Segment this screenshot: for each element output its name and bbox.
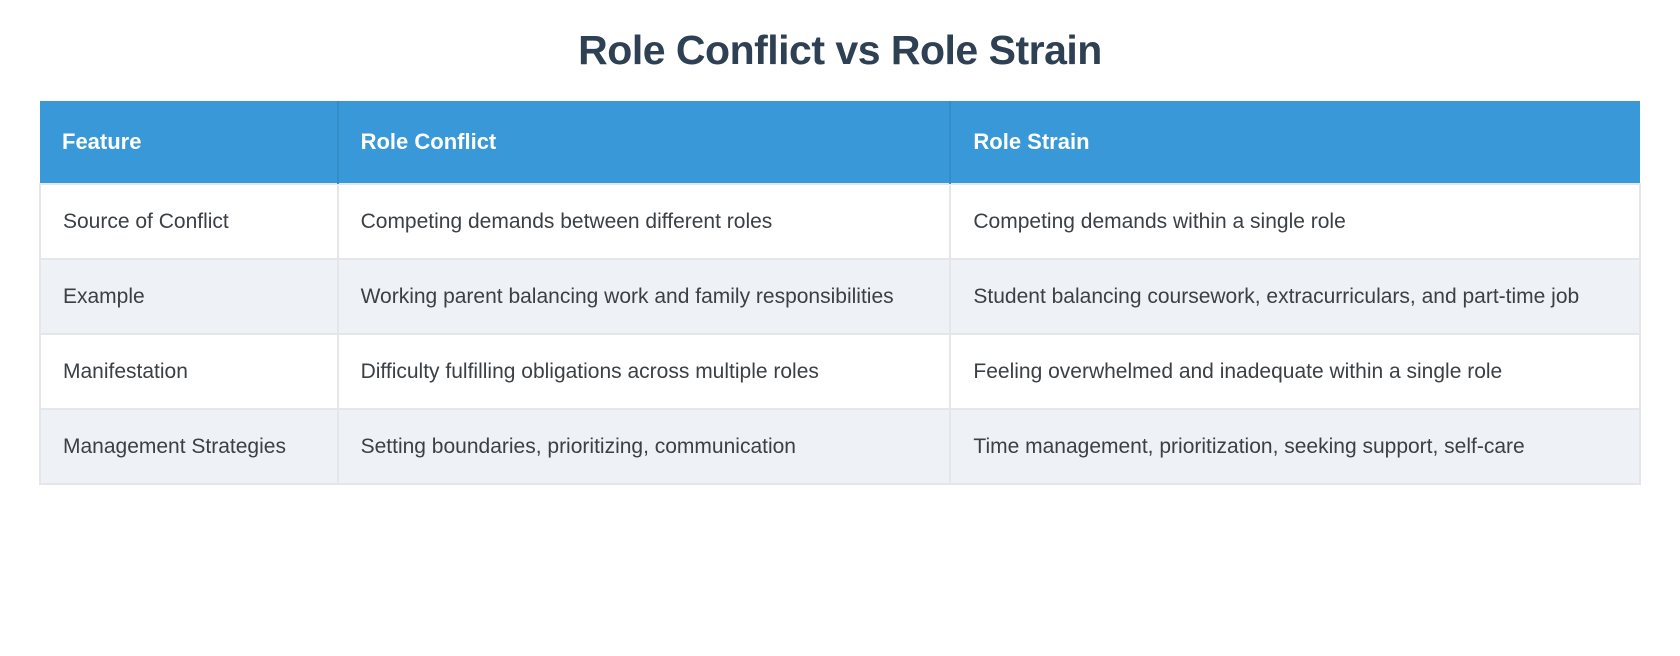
role-conflict-cell: Setting boundaries, prioritizing, commun… — [336, 408, 952, 485]
feature-cell: Manifestation — [39, 333, 339, 410]
role-conflict-cell: Competing demands between different role… — [336, 183, 952, 260]
column-header-role-conflict: Role Conflict — [336, 101, 951, 184]
comparison-table: Feature Role Conflict Role Strain Source… — [39, 101, 1641, 485]
table-body: Source of Conflict Competing demands bet… — [39, 183, 1641, 485]
table-row: Manifestation Difficulty fulfilling obli… — [39, 333, 1641, 410]
column-header-feature: Feature — [40, 101, 338, 184]
role-conflict-cell: Working parent balancing work and family… — [336, 258, 952, 335]
table-header: Feature Role Conflict Role Strain — [40, 101, 1640, 184]
table-row: Source of Conflict Competing demands bet… — [39, 183, 1641, 260]
header-row: Feature Role Conflict Role Strain — [40, 101, 1640, 184]
role-strain-cell: Student balancing coursework, extracurri… — [949, 258, 1641, 335]
role-strain-cell: Competing demands within a single role — [949, 183, 1641, 260]
feature-cell: Example — [39, 258, 339, 335]
table-row: Example Working parent balancing work an… — [39, 258, 1641, 335]
page-title: Role Conflict vs Role Strain — [578, 27, 1102, 73]
feature-cell: Management Strategies — [39, 408, 339, 485]
table-row: Management Strategies Setting boundaries… — [39, 408, 1641, 485]
role-strain-cell: Feeling overwhelmed and inadequate withi… — [949, 333, 1641, 410]
role-conflict-cell: Difficulty fulfilling obligations across… — [336, 333, 952, 410]
column-header-role-strain: Role Strain — [949, 101, 1640, 184]
role-strain-cell: Time management, prioritization, seeking… — [949, 408, 1641, 485]
feature-cell: Source of Conflict — [39, 183, 339, 260]
